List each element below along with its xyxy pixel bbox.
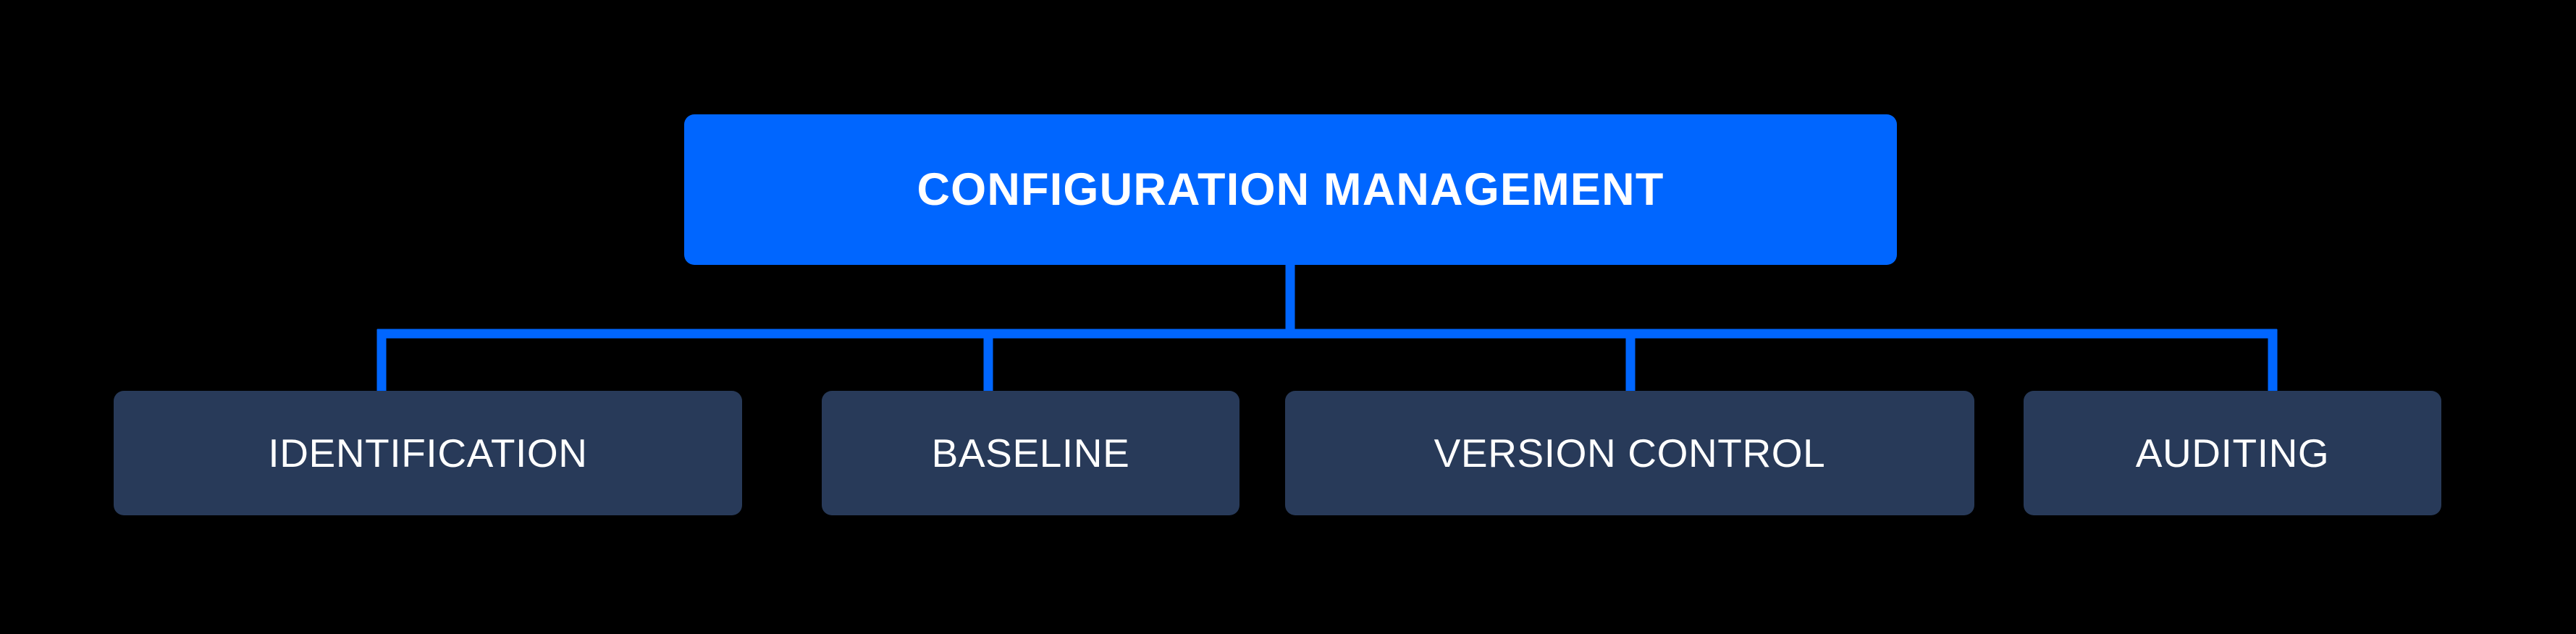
node-label-auditing: AUDITING: [2135, 430, 2330, 476]
node-version-control[interactable]: VERSION CONTROL: [1285, 391, 1974, 515]
node-auditing[interactable]: AUDITING: [2024, 391, 2441, 515]
node-baseline[interactable]: BASELINE: [822, 391, 1239, 515]
node-label-root: CONFIGURATION MANAGEMENT: [917, 164, 1664, 215]
node-identification[interactable]: IDENTIFICATION: [114, 391, 742, 515]
node-configuration-management[interactable]: CONFIGURATION MANAGEMENT: [684, 114, 1897, 265]
node-label-identification: IDENTIFICATION: [268, 430, 588, 476]
node-label-version-control: VERSION CONTROL: [1434, 430, 1826, 476]
node-label-baseline: BASELINE: [931, 430, 1130, 476]
